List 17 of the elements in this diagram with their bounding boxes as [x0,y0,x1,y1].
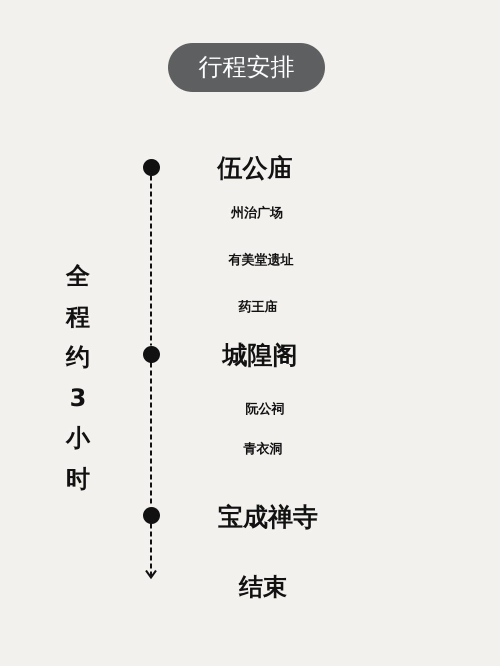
duration-text: 全程约3小时 [65,261,91,496]
sight-name: 药王庙 [238,298,278,316]
sight-name: 阮公祠 [246,401,284,418]
timeline-dot [142,346,160,362]
title-banner: 行程安排 [168,43,325,92]
timeline-dot [142,158,160,176]
timeline-line [150,176,152,346]
stop-name: 宝成禅寺 [218,502,318,534]
stop-name: 城隍阁 [222,340,298,372]
sight-name: 州治广场 [231,204,283,222]
timeline-line [150,362,152,506]
sight-name: 青衣洞 [244,440,282,458]
end-label: 结束 [239,572,287,603]
timeline-dot [142,506,160,524]
timeline-arrow [145,524,157,578]
stop-name: 伍公庙 [218,152,292,184]
sight-name: 有美堂遗址 [228,252,294,269]
